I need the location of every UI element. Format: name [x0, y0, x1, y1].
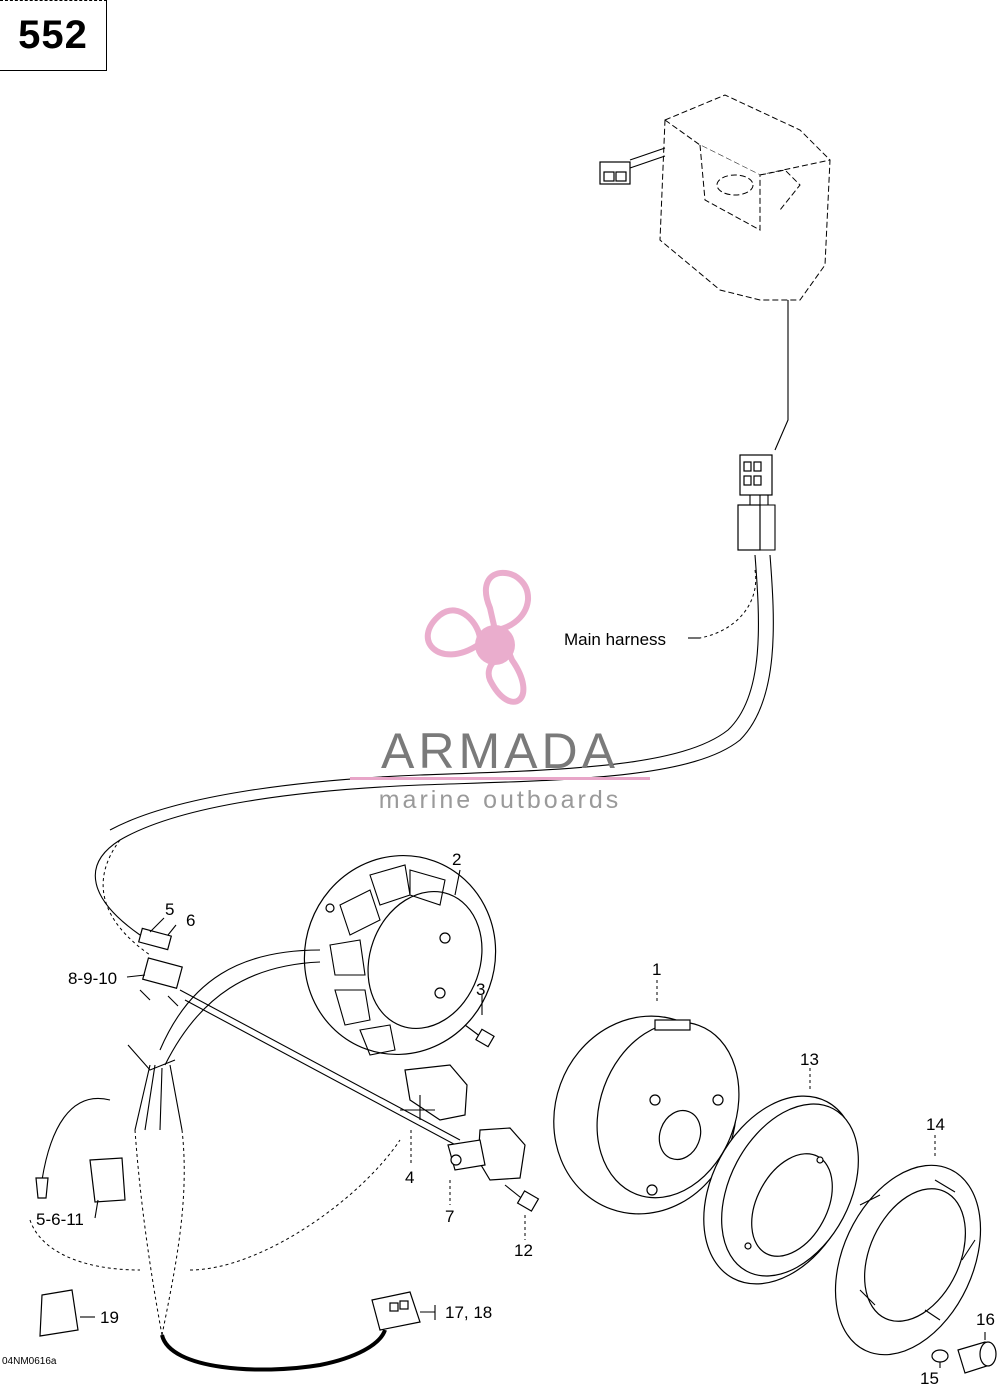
connectors-upper — [137, 927, 183, 1007]
label-part-2: 2 — [452, 850, 461, 869]
bolt-3 — [464, 1024, 495, 1048]
page-number-box: 552 — [0, 0, 107, 71]
armada-logo-icon — [424, 569, 532, 705]
label-part-8-9-10: 8-9-10 — [68, 969, 117, 988]
connector-17-18 — [371, 1291, 421, 1331]
label-part-14: 14 — [926, 1115, 945, 1134]
label-part-15: 15 — [920, 1369, 939, 1388]
wiring-bundle — [29, 1044, 401, 1372]
label-part-19: 19 — [100, 1308, 119, 1327]
bolt-16 — [957, 1341, 997, 1374]
label-part-17-18: 17, 18 — [445, 1303, 492, 1322]
sensor-7 — [447, 1127, 526, 1181]
page-number: 552 — [18, 13, 88, 57]
label-main-harness: Main harness — [564, 630, 666, 649]
brand-underline — [350, 777, 650, 780]
label-part-3: 3 — [476, 980, 485, 999]
main-harness-sheath — [94, 554, 774, 936]
label-part-13: 13 — [800, 1050, 819, 1069]
label-part-1: 1 — [652, 960, 661, 979]
harness-connector — [737, 454, 776, 551]
pickup-sensor — [400, 1064, 468, 1121]
label-part-7: 7 — [445, 1207, 454, 1226]
bolt-12 — [504, 1184, 540, 1212]
label-part-6: 6 — [186, 911, 195, 930]
drawing-code: 04NM0616a — [2, 1356, 57, 1367]
label-part-5: 5 — [165, 900, 174, 919]
brand-name: ARMADA — [381, 723, 619, 779]
washer-15 — [931, 1349, 949, 1363]
label-part-5-6-11: 5-6-11 — [36, 1210, 84, 1229]
label-part-16: 16 — [976, 1310, 995, 1329]
connector-19 — [39, 1289, 79, 1337]
stator — [303, 854, 497, 1056]
label-part-4: 4 — [405, 1168, 414, 1187]
label-part-12: 12 — [514, 1241, 533, 1260]
ring-gear — [703, 1095, 859, 1285]
stator-rod — [179, 989, 466, 1151]
flywheel — [553, 1015, 740, 1215]
leader-lines — [80, 637, 986, 1368]
harness-wire-top — [774, 300, 789, 451]
brand-tagline: marine outboards — [379, 786, 622, 814]
ghost-module — [599, 94, 831, 301]
cover — [834, 1164, 982, 1356]
